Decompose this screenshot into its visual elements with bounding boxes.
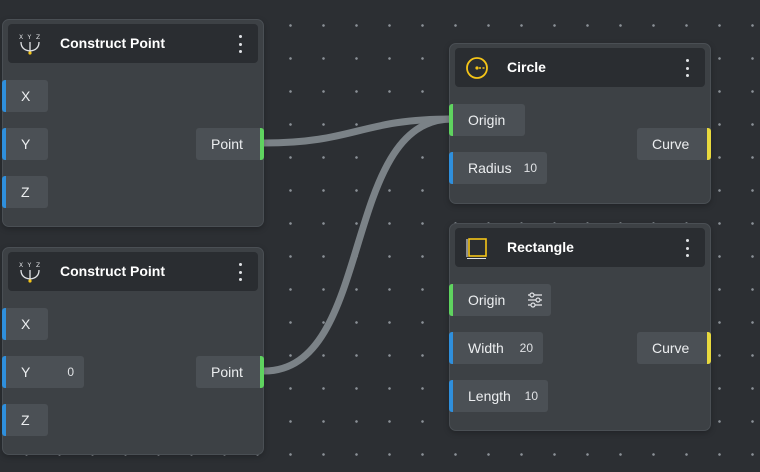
menu-dot	[238, 42, 242, 46]
output-port-curve[interactable]: Curve	[637, 332, 711, 364]
circle-icon	[466, 57, 488, 79]
input-port-z[interactable]: Z	[2, 176, 48, 208]
port-label: Z	[21, 184, 30, 200]
input-port-x[interactable]: X	[2, 308, 48, 340]
port-value-input[interactable]: 10	[523, 161, 537, 175]
port-label: Point	[211, 136, 243, 152]
port-value-input[interactable]: 20	[519, 341, 533, 355]
xyz-icon-y-letter: Y	[27, 262, 32, 269]
port-label: Origin	[468, 112, 506, 128]
input-port-y[interactable]: Y	[2, 128, 48, 160]
port-label: Length	[468, 388, 511, 404]
output-port-curve[interactable]: Curve	[637, 128, 711, 160]
input-port-length[interactable]: Length 10	[449, 380, 548, 412]
input-port-width[interactable]: Width 20	[449, 332, 543, 364]
node-circle[interactable]: Circle Origin Radius 10 Curve	[449, 43, 711, 204]
xyz-icon: X Y Z	[19, 262, 40, 283]
node-title: Rectangle	[507, 239, 574, 255]
node-menu-button[interactable]	[681, 239, 693, 257]
port-label: Z	[21, 412, 30, 428]
node-menu-button[interactable]	[234, 263, 246, 281]
node-construct-point-2[interactable]: X Y Z Construct Point X Y 0 Z Point	[2, 247, 264, 455]
xyz-icon-x-letter: X	[19, 262, 23, 269]
node-title: Construct Point	[60, 35, 165, 51]
input-port-origin[interactable]: Origin	[449, 104, 525, 136]
node-rectangle[interactable]: Rectangle Origin Width 20 Length 10 Curv…	[449, 223, 711, 431]
xyz-icon-y-letter: Y	[27, 34, 32, 41]
node-title: Circle	[507, 59, 546, 75]
port-value-input[interactable]: 10	[524, 389, 538, 403]
node-title: Construct Point	[60, 263, 165, 279]
menu-dot	[685, 66, 689, 70]
port-label: Point	[211, 364, 243, 380]
port-label: Curve	[652, 136, 690, 152]
port-label: Origin	[468, 292, 506, 308]
connection-wire-point2-to-circle-origin[interactable]	[260, 115, 456, 375]
input-port-x[interactable]: X	[2, 80, 48, 112]
menu-dot	[238, 35, 242, 38]
rectangle-icon	[466, 238, 487, 260]
xyz-icon-z-letter: Z	[36, 262, 40, 269]
menu-dot	[238, 50, 242, 53]
port-label: X	[21, 88, 31, 104]
port-label: Y	[21, 364, 31, 380]
node-menu-button[interactable]	[681, 59, 693, 77]
menu-dot	[238, 278, 242, 281]
port-label: Y	[21, 136, 31, 152]
output-port-point[interactable]: Point	[196, 356, 264, 388]
port-label: Radius	[468, 160, 512, 176]
xyz-icon: X Y Z	[19, 34, 40, 55]
connection-wire-point1-to-circle-origin[interactable]	[260, 115, 456, 147]
menu-dot	[685, 59, 689, 62]
menu-dot	[685, 239, 689, 242]
input-port-origin[interactable]: Origin	[449, 284, 551, 316]
input-port-y[interactable]: Y 0	[2, 356, 84, 388]
menu-dot	[685, 246, 689, 250]
xyz-icon-z-letter: Z	[36, 34, 40, 41]
menu-dot	[238, 263, 242, 266]
input-port-radius[interactable]: Radius 10	[449, 152, 547, 184]
port-value-input[interactable]: 0	[67, 365, 74, 379]
port-label: X	[21, 316, 31, 332]
node-header[interactable]: Circle	[455, 48, 705, 87]
menu-dot	[238, 270, 242, 274]
port-label: Width	[468, 340, 504, 356]
input-port-z[interactable]: Z	[2, 404, 48, 436]
output-port-point[interactable]: Point	[196, 128, 264, 160]
menu-dot	[685, 74, 689, 77]
node-header[interactable]: X Y Z Construct Point	[8, 24, 258, 63]
sliders-settings-icon[interactable]	[527, 292, 543, 308]
node-construct-point-1[interactable]: X Y Z Construct Point X Y Z Point	[2, 19, 264, 227]
xyz-icon-x-letter: X	[19, 34, 23, 41]
node-header[interactable]: Rectangle	[455, 228, 705, 267]
port-label: Curve	[652, 340, 690, 356]
node-header[interactable]: X Y Z Construct Point	[8, 252, 258, 291]
node-menu-button[interactable]	[234, 35, 246, 53]
menu-dot	[685, 254, 689, 257]
